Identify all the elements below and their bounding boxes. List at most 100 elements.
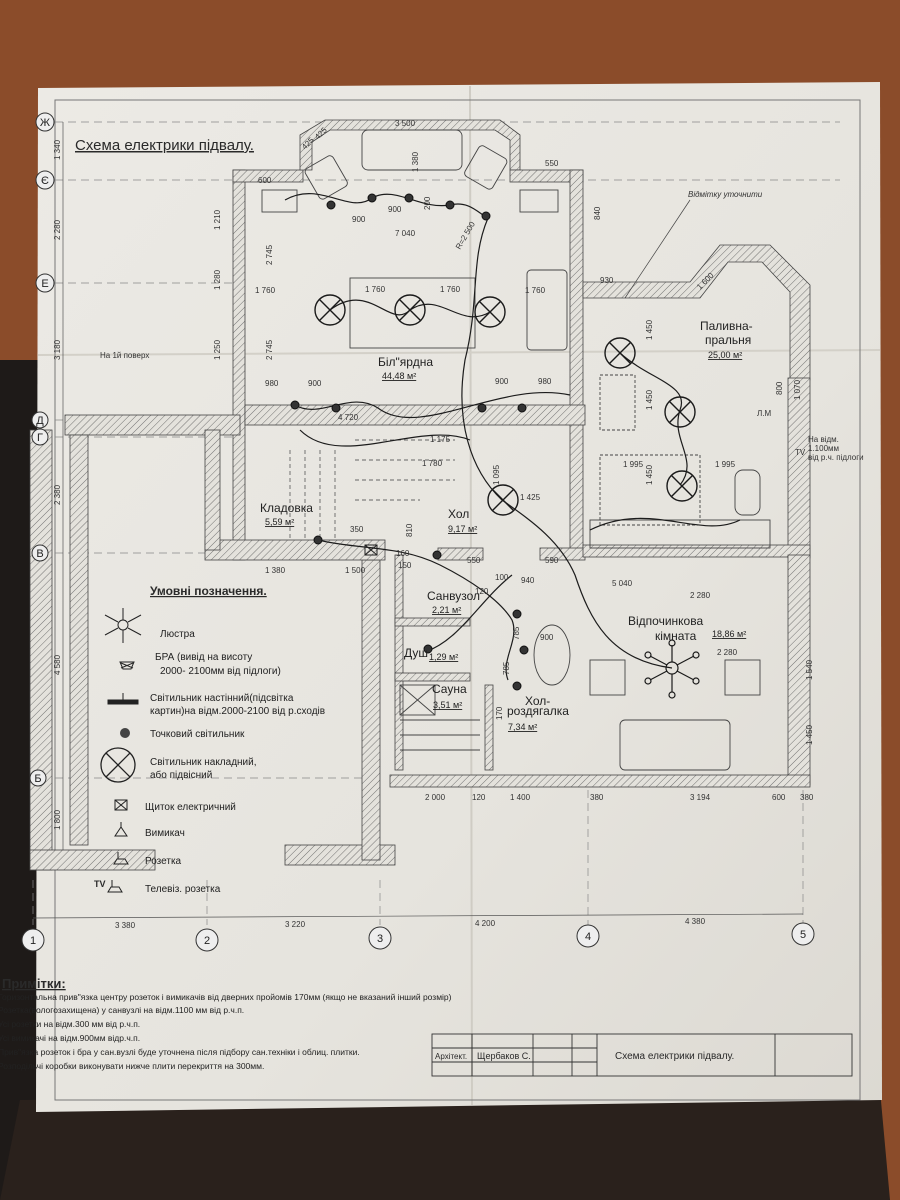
room-area-dressing: 7,34 м² bbox=[508, 722, 537, 732]
spotlight-icon bbox=[432, 550, 442, 560]
svg-text:Є: Є bbox=[41, 175, 49, 187]
svg-text:380: 380 bbox=[590, 793, 604, 802]
svg-text:1 800: 1 800 bbox=[53, 809, 62, 830]
svg-text:Б: Б bbox=[34, 773, 41, 785]
svg-text:2 380: 2 380 bbox=[53, 484, 62, 505]
svg-text:120: 120 bbox=[475, 587, 489, 596]
svg-text:4 720: 4 720 bbox=[338, 413, 359, 422]
svg-text:2000- 2100мм від підлоги): 2000- 2100мм від підлоги) bbox=[160, 666, 281, 677]
room-name-sauna: Сауна bbox=[432, 682, 467, 696]
svg-text:2 745: 2 745 bbox=[265, 244, 274, 265]
svg-text:900: 900 bbox=[308, 379, 322, 388]
room-area-bathroom: 2,21 м² bbox=[432, 605, 461, 615]
axis-marker-3: 3 bbox=[368, 926, 392, 950]
room-labels: Біл"ярдна 44,48 м² Кладовка 5,59 м² Хол … bbox=[260, 319, 753, 732]
svg-text:1.100мм: 1.100мм bbox=[808, 444, 839, 453]
spotlight-icon bbox=[512, 681, 522, 691]
column-axis-markers: 1 2 3 4 5 bbox=[21, 922, 815, 952]
svg-text:4: 4 bbox=[585, 931, 591, 943]
sofa-right bbox=[526, 269, 568, 351]
axis-marker-ye: Є bbox=[35, 170, 55, 190]
svg-text:1 450: 1 450 bbox=[645, 319, 654, 340]
svg-text:980: 980 bbox=[538, 377, 552, 386]
svg-text:5 040: 5 040 bbox=[612, 579, 633, 588]
svg-text:1 210: 1 210 bbox=[213, 209, 222, 230]
svg-text:590: 590 bbox=[545, 556, 559, 565]
svg-text:1 095: 1 095 bbox=[492, 464, 501, 485]
svg-text:1 380: 1 380 bbox=[265, 566, 286, 575]
svg-text:На 1й поверх: На 1й поверх bbox=[100, 351, 149, 360]
svg-text:1 540: 1 540 bbox=[805, 659, 814, 680]
axis-marker-b: Б bbox=[29, 769, 47, 787]
title-block: Архітект. Щербаков С. Схема електрики пі… bbox=[431, 1033, 853, 1077]
room-name-dressing: Хол- bbox=[525, 694, 550, 708]
svg-text:810: 810 bbox=[405, 523, 414, 537]
spotlight-icon bbox=[519, 645, 529, 655]
sofa bbox=[361, 129, 463, 171]
axis-marker-e: Е bbox=[35, 273, 55, 293]
svg-text:940: 940 bbox=[521, 576, 535, 585]
svg-text:Люстра: Люстра bbox=[160, 629, 195, 640]
room-name-hall: Хол bbox=[448, 507, 469, 521]
svg-text:1 250: 1 250 bbox=[213, 339, 222, 360]
ceiling-light-icon bbox=[487, 484, 519, 516]
svg-text:160: 160 bbox=[396, 549, 410, 558]
svg-text:1 500: 1 500 bbox=[345, 566, 366, 575]
spotlight-icon bbox=[326, 200, 336, 210]
svg-text:900: 900 bbox=[388, 205, 402, 214]
dimension-label: 4 200 bbox=[475, 919, 496, 928]
notes: Примітки: Горизонтальна прив"язка центру… bbox=[0, 976, 452, 1071]
svg-text:550: 550 bbox=[467, 556, 481, 565]
spotlight-icon bbox=[331, 403, 341, 413]
note-line: Усі розетки на відм.300 мм від р.ч.п. bbox=[0, 1019, 140, 1029]
paper-fold bbox=[37, 349, 881, 356]
axis-marker-5: 5 bbox=[791, 922, 815, 946]
svg-text:600: 600 bbox=[772, 793, 786, 802]
drawing-title: Схема електрики підвалу. bbox=[75, 137, 254, 154]
spotlight-icon bbox=[367, 193, 377, 203]
room-area-shower: 1,29 м² bbox=[429, 652, 458, 662]
svg-text:1 400: 1 400 bbox=[510, 793, 531, 802]
room-area-sauna: 3,51 м² bbox=[433, 700, 462, 710]
stairs bbox=[289, 439, 455, 540]
room-area-billiard: 44,48 м² bbox=[382, 371, 416, 381]
svg-text:1 995: 1 995 bbox=[623, 460, 644, 469]
svg-text:4 580: 4 580 bbox=[53, 654, 62, 675]
ceiling-light-icon bbox=[394, 294, 426, 326]
left-dimension-labels: 1 340 2 280 3 180 2 380 4 580 1 800 bbox=[53, 139, 62, 830]
svg-text:1 760: 1 760 bbox=[365, 285, 386, 294]
room-area-boiler: 25,00 м² bbox=[708, 350, 742, 360]
axis-marker-zh: Ж bbox=[35, 112, 55, 132]
svg-text:2 280: 2 280 bbox=[690, 591, 711, 600]
furniture bbox=[261, 129, 771, 771]
room-name-boiler: Паливна- bbox=[700, 319, 753, 333]
svg-text:1 425: 1 425 bbox=[520, 493, 541, 502]
spotlight-icon bbox=[477, 403, 487, 413]
svg-text:1 280: 1 280 bbox=[213, 269, 222, 290]
wall-lamp-icon bbox=[107, 693, 139, 705]
electrical-panel-icon bbox=[114, 799, 128, 811]
svg-text:Відмітку уточнити: Відмітку уточнити bbox=[688, 190, 763, 199]
svg-text:785: 785 bbox=[512, 626, 521, 640]
svg-text:На відм.: На відм. bbox=[808, 435, 839, 444]
svg-text:картин)на відм.2000-2100 від р: картин)на відм.2000-2100 від р.сходів bbox=[150, 706, 325, 717]
svg-text:1 380: 1 380 bbox=[411, 151, 420, 172]
room-name-bedroom-2: кімната bbox=[655, 629, 697, 643]
svg-text:1 340: 1 340 bbox=[53, 139, 62, 160]
svg-text:Світильник накладний,: Світильник накладний, bbox=[150, 757, 257, 768]
svg-text:TV: TV bbox=[795, 448, 806, 457]
title-block-sheet-title: Схема електрики підвалу. bbox=[615, 1051, 734, 1062]
spotlight-icon bbox=[423, 644, 433, 654]
svg-text:або підвісний: або підвісний bbox=[150, 769, 212, 781]
svg-text:1 780: 1 780 bbox=[422, 459, 443, 468]
svg-text:Телевіз. розетка: Телевіз. розетка bbox=[145, 884, 221, 895]
svg-text:2 000: 2 000 bbox=[425, 793, 446, 802]
svg-text:Вимикач: Вимикач bbox=[145, 828, 185, 839]
ceiling-light-icon bbox=[666, 470, 698, 502]
svg-text:Розетка: Розетка bbox=[145, 856, 182, 867]
book-bottom bbox=[0, 1090, 890, 1200]
ceiling-light-icon bbox=[314, 294, 346, 326]
axis-marker-g: Г bbox=[31, 428, 49, 446]
room-area-hall: 9,17 м² bbox=[448, 524, 477, 534]
spotlight-icon bbox=[290, 400, 300, 410]
